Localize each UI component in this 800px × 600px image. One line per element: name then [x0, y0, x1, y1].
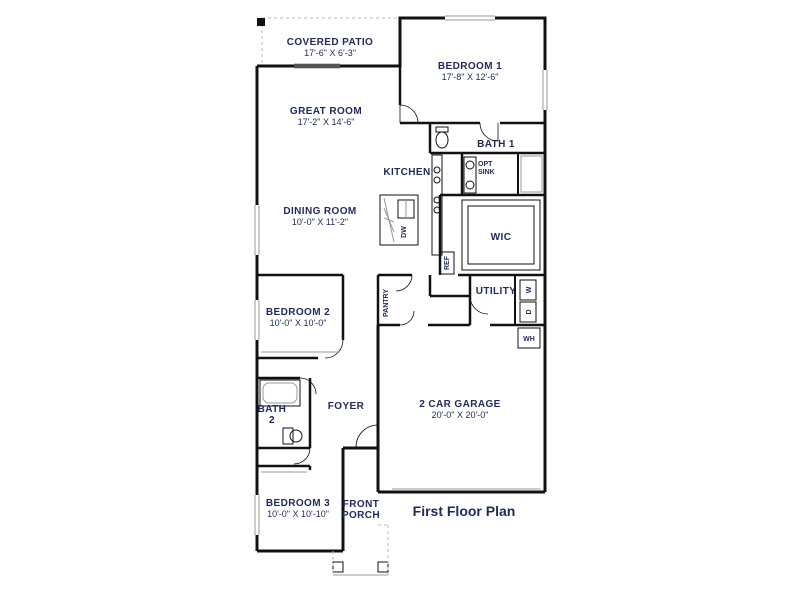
sink-icon [465, 160, 475, 170]
bedroom-2-label: BEDROOM 2 [266, 307, 330, 318]
bedroom-2-size: 10'-0" X 10'-0" [270, 318, 327, 328]
covered-patio-label: COVERED PATIO [287, 37, 374, 48]
plan-title: First Floor Plan [413, 503, 516, 519]
corner-post [257, 18, 265, 26]
exterior-walls [255, 16, 547, 553]
refrigerator [439, 251, 455, 275]
garage-size: 20'-0" X 20'-0" [432, 410, 489, 420]
front-porch-label-line1: FRONT [343, 499, 379, 510]
sink-icon [465, 180, 475, 190]
washer [519, 279, 537, 301]
bedroom-1-label: BEDROOM 1 [438, 61, 502, 72]
bathtub-icon [259, 379, 301, 407]
bedroom-3-label: BEDROOM 3 [266, 498, 330, 509]
toilet-icon [435, 131, 449, 149]
pantry-label: PANTRY [383, 289, 390, 317]
water-heater [517, 327, 541, 349]
bedroom-1-size: 17'-8" X 12'-6" [442, 72, 499, 82]
dining-room-size: 10'-0" X 11'-2" [292, 217, 348, 227]
windows [254, 15, 548, 535]
bedroom-3-size: 10'-0" X 10'-10" [267, 509, 329, 519]
covered-patio-size: 17'-6" X 6'-3" [304, 48, 356, 58]
great-room-size: 17'-2" X 14'-6" [298, 117, 355, 127]
kitchen-island [379, 194, 419, 246]
refrigerator-label: REF [444, 255, 451, 270]
bath-2-label-line1: BATH [258, 404, 287, 415]
kitchen-label: KITCHEN [383, 167, 430, 178]
dryer-label: D [526, 309, 533, 314]
bath-2-label-line2: 2 [269, 415, 275, 426]
garage-label: 2 CAR GARAGE [419, 399, 500, 410]
room-labels: COVERED PATIO 17'-6" X 6'-3" BEDROOM 1 1… [258, 37, 517, 521]
fixtures [259, 126, 543, 576]
door-swings [293, 104, 499, 465]
opt-sink-label-line1: OPT [478, 161, 493, 168]
bath-1-label: BATH 1 [477, 139, 515, 150]
washer-label: W [526, 286, 533, 293]
water-heater-label: WH [523, 336, 535, 343]
dining-room-label: DINING ROOM [283, 206, 356, 217]
interior-walls [257, 66, 545, 470]
fixture-labels: OPT SINK DW REF W D WH [401, 161, 535, 343]
foyer-label: FOYER [328, 401, 365, 412]
front-porch-label-line2: PORCH [342, 510, 380, 521]
wic-label: WIC [491, 232, 512, 243]
utility-label: UTILITY [476, 286, 517, 297]
great-room-label: GREAT ROOM [290, 106, 362, 117]
dishwasher-label: DW [401, 226, 408, 238]
dryer [519, 301, 537, 323]
opt-sink-label-line2: SINK [478, 169, 495, 176]
toilet-icon [289, 429, 303, 443]
